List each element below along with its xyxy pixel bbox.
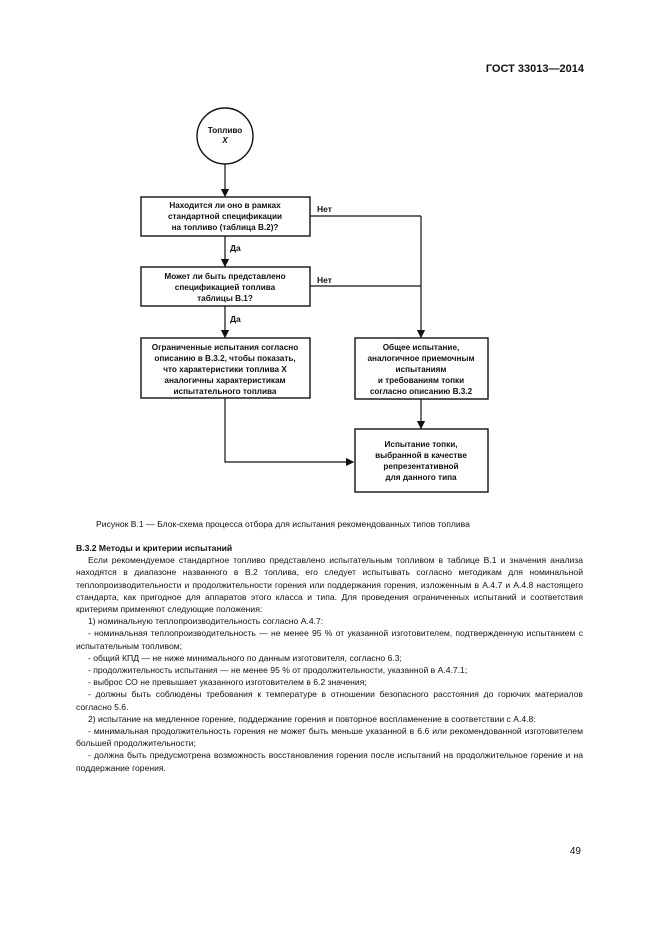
limited-line-1: Ограниченные испытания согласно	[152, 343, 298, 352]
question-box-table-b1	[140, 266, 311, 307]
limited-line-3: что характеристики топлива X	[163, 365, 287, 374]
limited-tests-box	[140, 337, 311, 399]
no-label-2: Нет	[317, 275, 332, 285]
general-line-5: согласно описанию В.3.2	[370, 387, 473, 396]
q2-line-1: Может ли быть представлено	[164, 271, 285, 281]
final-line-3: репрезентативной	[383, 462, 458, 471]
question-box-spec-range	[140, 196, 311, 237]
limited-line-4: аналогичны характеристикам	[164, 376, 285, 385]
general-line-2: аналогичное приемочным	[367, 354, 474, 363]
paragraph: 1) номинальную теплопроизводительность с…	[88, 616, 324, 627]
general-line-3: испытаниям	[396, 365, 447, 374]
arrow-limited-final	[224, 398, 355, 467]
q2-line-3: таблицы В.1?	[197, 293, 253, 303]
final-line-4: для данного типа	[385, 473, 457, 482]
final-line-2: выбранной в качестве	[375, 450, 467, 460]
list-item: - продолжительность испытания — не менее…	[88, 665, 468, 676]
list-item: - должны быть соблюдены требования к тем…	[76, 689, 583, 712]
general-line-4: и требованиям топки	[378, 375, 464, 385]
limited-line-2: описанию в В.3.2, чтобы показать,	[154, 353, 295, 363]
figure-caption: Рисунок В.1 — Блок-схема процесса отбора…	[96, 519, 470, 529]
q1-line-3: на топливо (таблица В.2)?	[172, 222, 279, 232]
start-variable: X	[221, 136, 228, 145]
general-test-box	[354, 337, 489, 400]
list-item: - номинальная теплопроизводительность — …	[76, 628, 583, 651]
q1-line-2: стандартной спецификации	[168, 212, 282, 221]
list-item: - выброс СО не превышает указанного изго…	[88, 677, 367, 688]
standard-header: ГОСТ 33013—2014	[485, 63, 584, 75]
list-item: - должна быть предусмотрена возможность …	[76, 750, 583, 773]
flowchart: Топливо X Находится ли оно в рамках стан…	[140, 107, 489, 493]
paragraph: Если рекомендуемое стандартное топливо п…	[76, 555, 583, 615]
no-label-1: Нет	[317, 204, 332, 214]
q1-line-1: Находится ли оно в рамках	[169, 201, 281, 210]
start-label: Топливо	[208, 126, 243, 135]
final-line-1: Испытание топки,	[385, 440, 458, 449]
list-item: - общий КПД — не ниже минимального по да…	[88, 652, 402, 663]
limited-line-5: испытательного топлива	[174, 387, 277, 396]
page-number: 49	[569, 846, 581, 857]
section-body: В.3.2 Методы и критерии испытаний Если р…	[76, 542, 583, 774]
list-item: - минимальная продолжительность горения …	[76, 726, 583, 749]
general-line-1: Общее испытание,	[383, 342, 460, 352]
q2-line-2: спецификацией топлива	[175, 283, 276, 292]
yes-label-2: Да	[230, 314, 241, 324]
section-title: В.3.2 Методы и критерии испытаний	[76, 543, 233, 553]
furnace-test-box	[354, 428, 489, 493]
yes-label-1: Да	[230, 243, 241, 253]
paragraph: 2) испытание на медленное горение, подде…	[88, 713, 536, 724]
